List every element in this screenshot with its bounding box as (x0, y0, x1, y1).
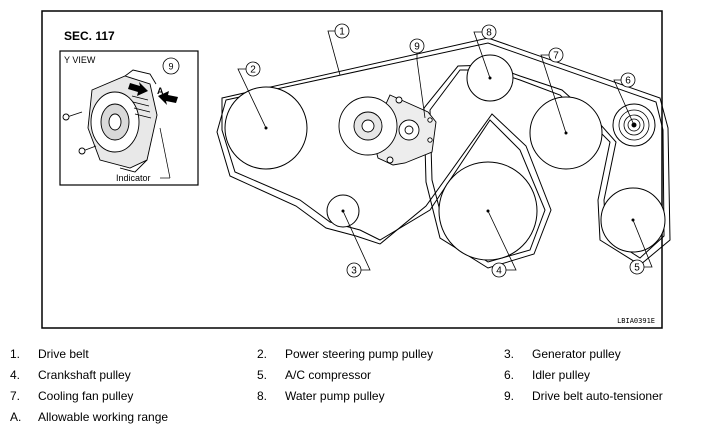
legend-num: A. (10, 410, 22, 424)
callout-5-label: 5 (634, 263, 640, 274)
legend-num: 6. (504, 368, 515, 382)
legend-text: Drive belt auto-tensioner (532, 389, 663, 403)
callout-9-label: 9 (414, 42, 420, 53)
belt-routing-diagram: SEC. 117 Y VIEW 9 A Indicator (41, 10, 671, 329)
range-arrow-left-icon (128, 82, 148, 96)
auto-tensioner-9 (338, 94, 437, 166)
callout-6 (613, 72, 636, 126)
legend-text: Power steering pump pulley (285, 347, 434, 361)
callout-8 (473, 24, 497, 79)
legend-num: 2. (257, 347, 268, 361)
legend-text: Allowable working range (38, 410, 169, 424)
callout-4 (487, 210, 517, 278)
callout-3 (342, 210, 371, 278)
figure-code: LBIA0391E (617, 317, 655, 325)
range-arrow-right-icon (158, 91, 178, 105)
callout-2 (237, 61, 267, 129)
legend-text: A/C compressor (285, 368, 372, 382)
callout-1-label: 1 (339, 27, 345, 38)
legend-num: 7. (10, 389, 21, 403)
legend-num: 8. (257, 389, 268, 403)
legend-text: Drive belt (38, 347, 89, 361)
legend: 1. Drive belt 2. Power steering pump pul… (0, 344, 717, 433)
indicator-label: Indicator (116, 173, 151, 183)
legend-num: 3. (504, 347, 515, 361)
callout-7 (540, 47, 567, 134)
legend-text: Crankshaft pulley (38, 368, 131, 382)
callout-5 (629, 219, 653, 275)
tensioner-sketch (62, 69, 158, 173)
callout-9 (409, 38, 426, 119)
legend-text: Cooling fan pulley (38, 389, 134, 403)
legend-num: 5. (257, 368, 268, 382)
legend-num: 9. (504, 389, 515, 403)
legend-num: 4. (10, 368, 21, 382)
range-label-a: A (157, 86, 164, 96)
inset-callout-9: 9 (168, 62, 173, 72)
legend-num: 1. (10, 347, 21, 361)
callout-3-label: 3 (351, 266, 357, 277)
callout-4-label: 4 (496, 266, 502, 277)
callout-8-label: 8 (486, 28, 492, 39)
callout-1 (327, 23, 350, 76)
callout-6-label: 6 (625, 76, 631, 87)
inset-y-view: Y VIEW 9 A Indicator (59, 50, 199, 186)
callout-2-label: 2 (250, 65, 256, 76)
section-label: SEC. 117 (64, 29, 115, 43)
diagram-frame (41, 10, 663, 329)
pulley-2-power-steering (224, 86, 308, 170)
legend-text: Water pump pulley (285, 389, 385, 403)
legend-text: Generator pulley (532, 347, 621, 361)
callout-7-label: 7 (553, 51, 559, 62)
inset-title: Y VIEW (64, 55, 96, 65)
legend-text: Idler pulley (532, 368, 591, 382)
